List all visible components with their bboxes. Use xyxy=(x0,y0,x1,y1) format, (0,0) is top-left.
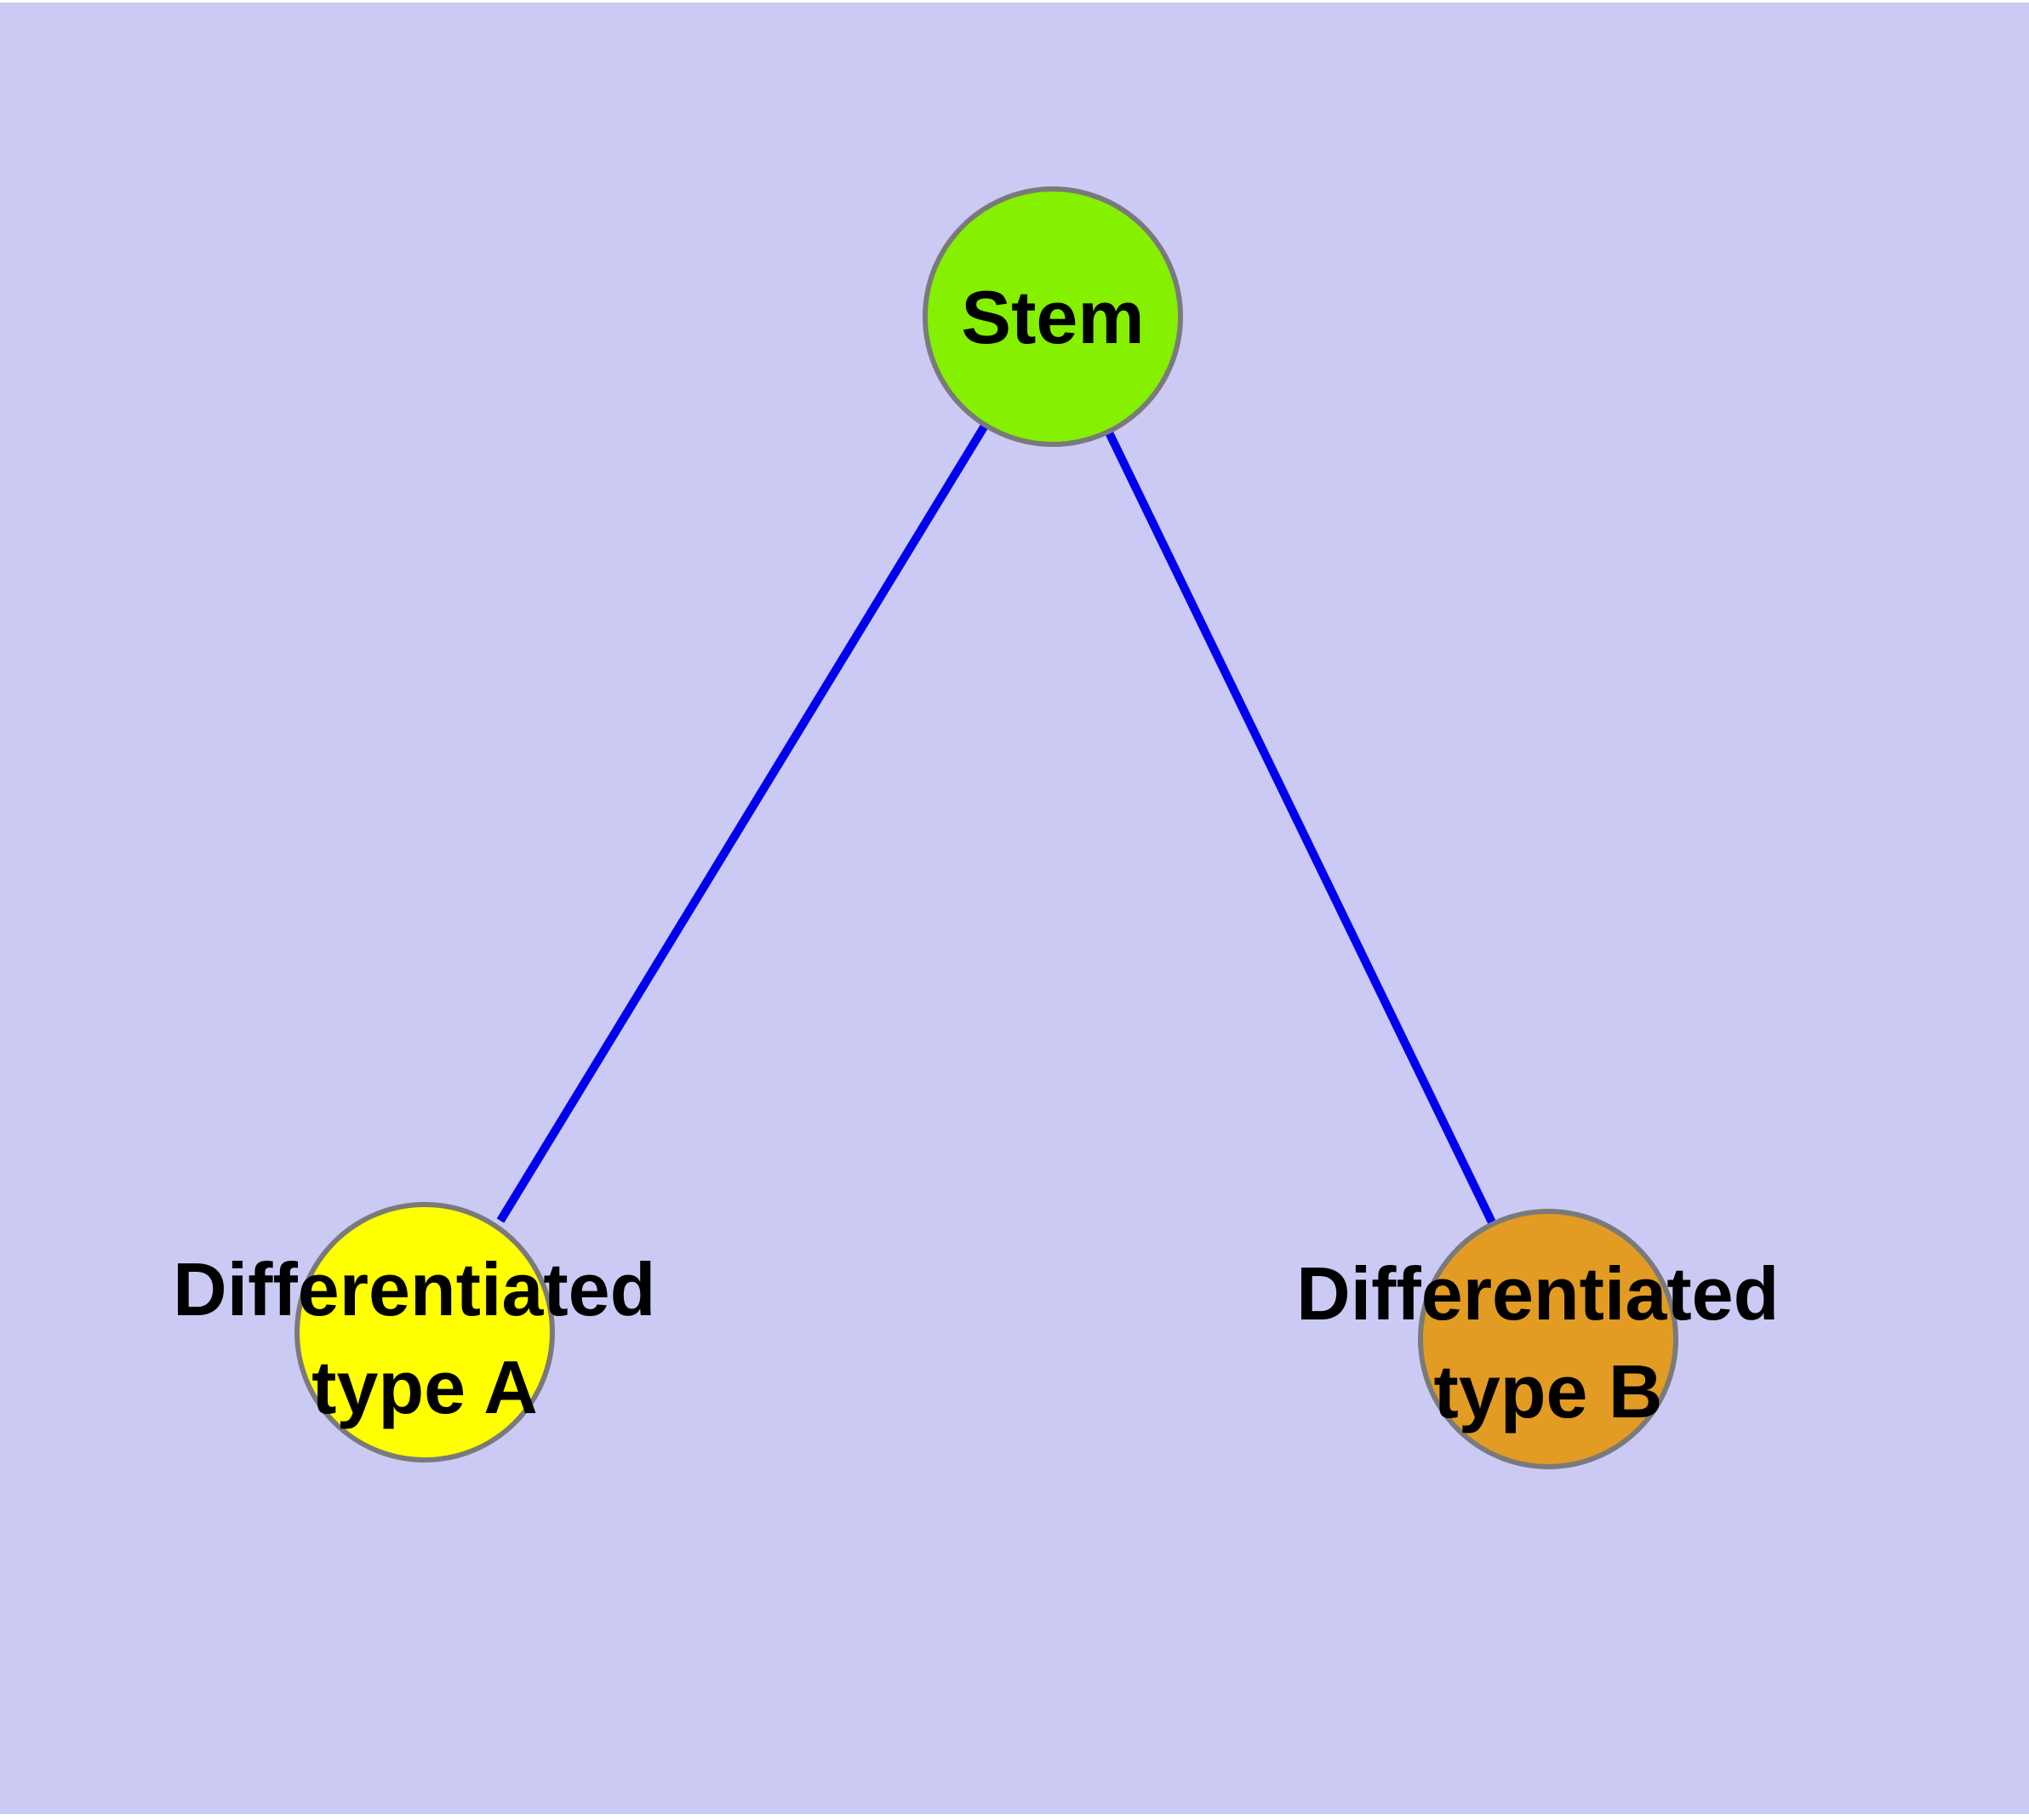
node-stem-label-line1: Stem xyxy=(961,275,1144,359)
node-type-a-circle xyxy=(294,1202,555,1462)
edge-stem-to-type-b xyxy=(1104,428,1496,1225)
node-type-b-circle xyxy=(1418,1209,1678,1469)
node-type-a-label-line1: Differentiated xyxy=(173,1247,655,1331)
node-type-a-label-line2: type A xyxy=(311,1345,538,1429)
node-stem-circle xyxy=(923,186,1183,447)
edge-stem-to-type-a xyxy=(496,423,989,1223)
node-type-a-label: Differentiated type A xyxy=(173,1247,677,1429)
node-stem-label: Stem xyxy=(961,275,1144,359)
node-stem: Stem xyxy=(923,186,1183,447)
node-type-b-label: Differentiated type B xyxy=(1296,1251,1800,1434)
node-type-b-label-line1: Differentiated xyxy=(1296,1251,1779,1336)
node-type-b-label-line2: type B xyxy=(1434,1349,1663,1434)
node-differentiated-type-b: Differentiated type B xyxy=(1296,1209,1800,1469)
node-differentiated-type-a: Differentiated type A xyxy=(173,1202,677,1462)
